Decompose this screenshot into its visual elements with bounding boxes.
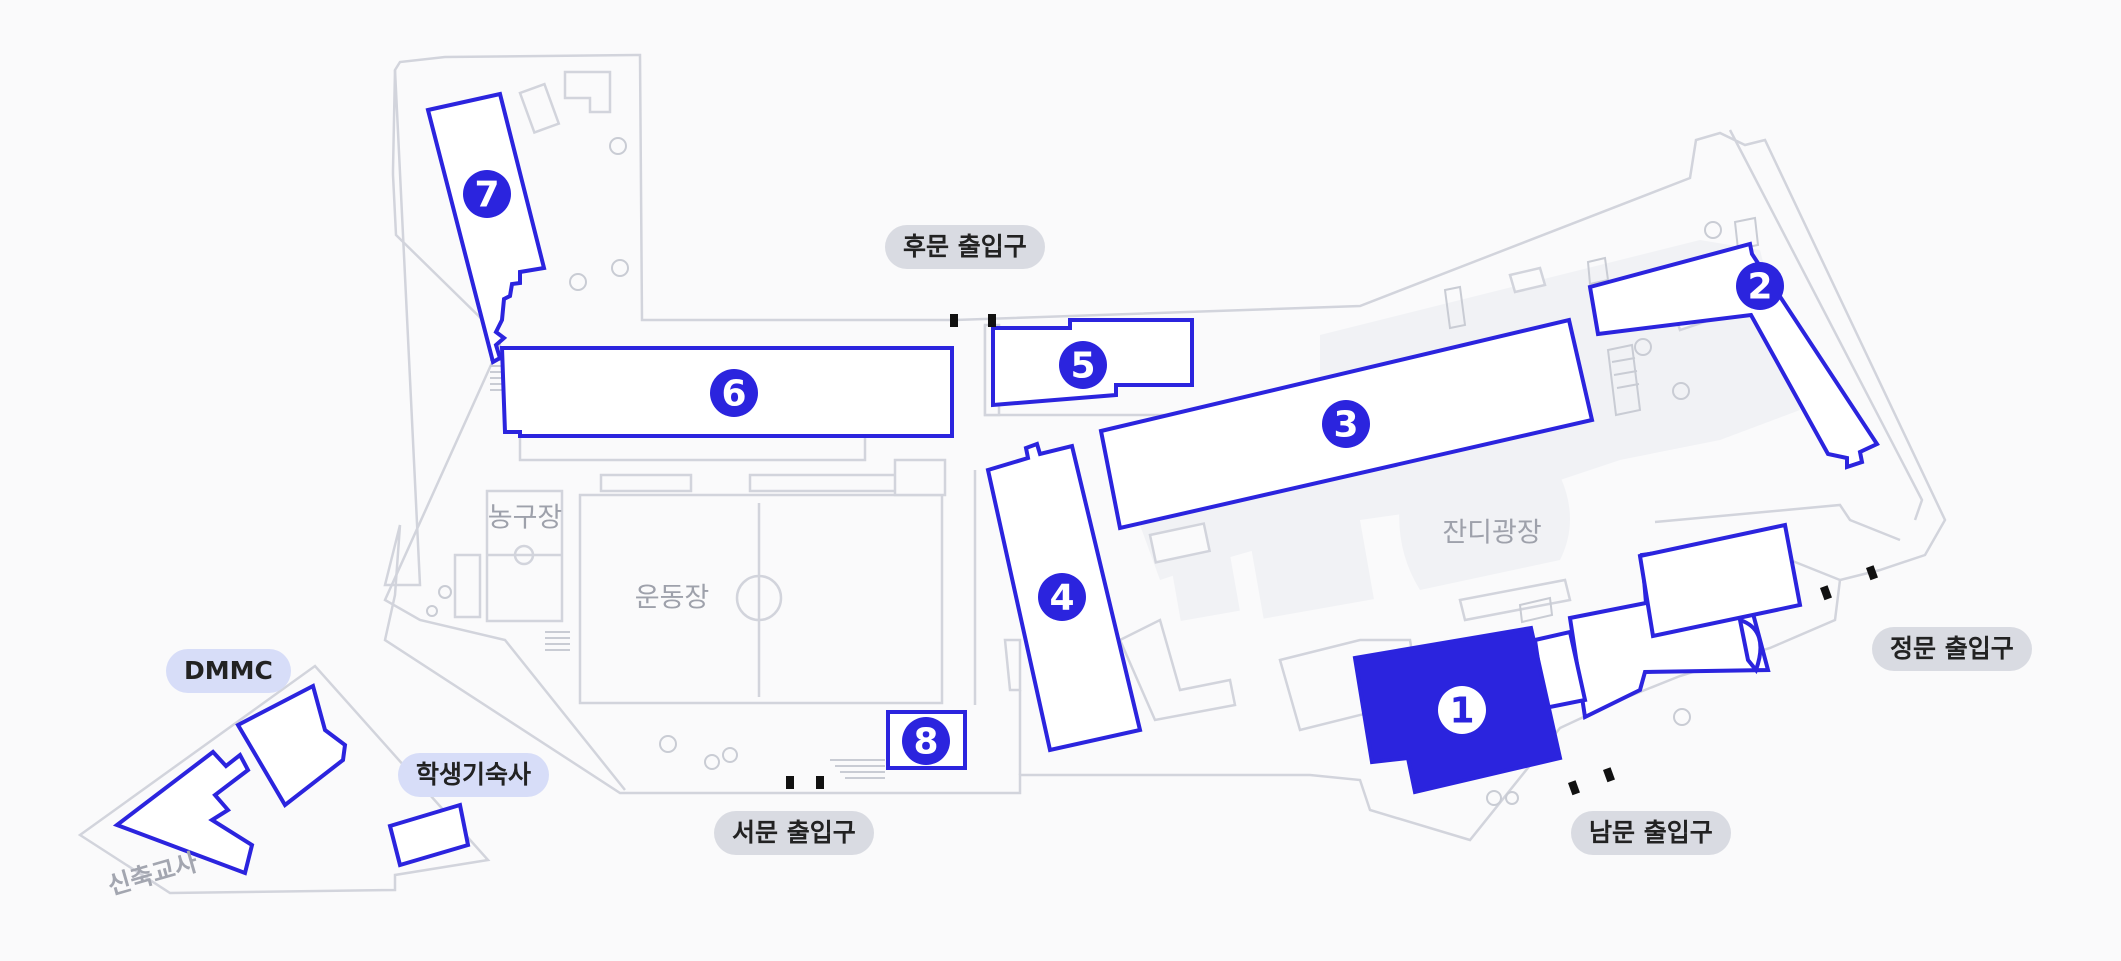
- building-badge-8[interactable]: 8: [902, 717, 950, 765]
- building-badge-6[interactable]: 6: [710, 369, 758, 417]
- building-number-8: 8: [913, 722, 938, 763]
- basketball-court-label: 농구장: [488, 503, 563, 534]
- decorations: [426, 137, 1760, 806]
- new-building-a-outline[interactable]: [112, 749, 255, 876]
- south-gate-label[interactable]: 남문 출입구: [1571, 811, 1731, 855]
- numbered-buildings: [112, 91, 1880, 876]
- dmmc-label[interactable]: DMMC: [166, 649, 291, 693]
- building-1-arc-outline: [1737, 617, 1763, 675]
- lawn-plaza-label: 잔디광장: [1442, 518, 1541, 549]
- building-number-7: 7: [474, 175, 499, 216]
- main-gate-label[interactable]: 정문 출입구: [1872, 627, 2032, 671]
- dormitory-label[interactable]: 학생기숙사: [398, 753, 550, 797]
- building-badge-3[interactable]: 3: [1322, 400, 1370, 448]
- building-badge-5[interactable]: 5: [1059, 341, 1107, 389]
- building-number-4: 4: [1049, 578, 1074, 619]
- building-1-wing-outline: [1637, 522, 1803, 639]
- dormitory-outline[interactable]: [387, 802, 471, 868]
- building-7-outline[interactable]: [425, 91, 547, 366]
- playground-label: 운동장: [635, 583, 710, 614]
- building-badge-2[interactable]: 2: [1736, 262, 1784, 310]
- building-number-1: 1: [1449, 691, 1474, 732]
- building-number-2: 2: [1747, 267, 1772, 308]
- building-2-outline[interactable]: [1587, 241, 1880, 470]
- building-badge-7[interactable]: 7: [463, 170, 511, 218]
- area-labels: 농구장 운동장 잔디광장: [488, 503, 1542, 614]
- building-number-6: 6: [721, 374, 746, 415]
- building-badges: 1 2 3 4 5 6 7 8: [463, 170, 1784, 765]
- back-gate-label[interactable]: 후문 출입구: [885, 225, 1045, 269]
- west-gate-label[interactable]: 서문 출입구: [714, 811, 874, 855]
- gate-markers: [786, 314, 1878, 796]
- building-number-5: 5: [1070, 346, 1095, 387]
- building-badge-4[interactable]: 4: [1038, 573, 1086, 621]
- playground-field: [578, 493, 944, 705]
- building-badge-1[interactable]: 1: [1438, 686, 1486, 734]
- new-building-b-outline[interactable]: [235, 683, 348, 808]
- building-number-3: 3: [1333, 405, 1358, 446]
